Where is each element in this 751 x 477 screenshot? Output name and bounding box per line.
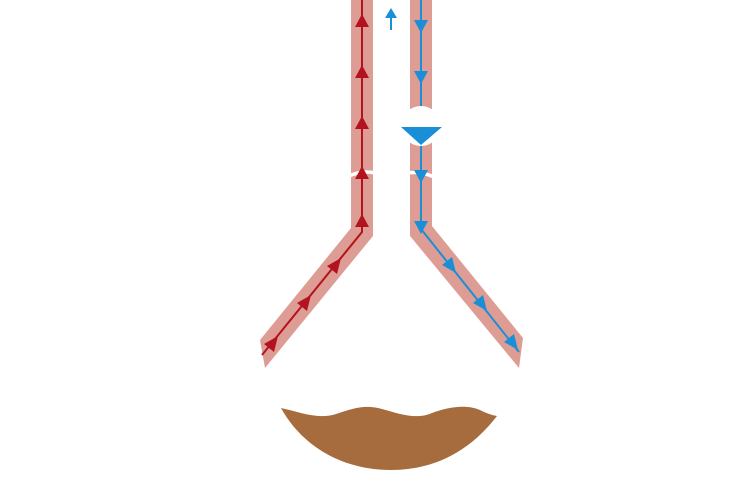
- left-arrow-marker: [327, 258, 341, 274]
- left-arrow-marker: [355, 116, 369, 129]
- left-arrow-markers: [264, 14, 369, 352]
- left-arrow-marker: [355, 65, 369, 78]
- left-arrow-marker: [297, 295, 311, 311]
- left-arrow-marker: [264, 336, 278, 352]
- right-arrow-marker: [414, 221, 428, 234]
- left-arrow-marker: [355, 214, 369, 227]
- right-arrow-marker: [414, 71, 428, 84]
- right-arrow-marker: [504, 334, 518, 350]
- right-arrow-marker: [473, 295, 487, 311]
- right-arrow-marker: [442, 257, 456, 273]
- left-arrow-marker: [355, 14, 369, 27]
- soil-blob: [281, 406, 497, 470]
- valve-triangle-icon: [401, 127, 442, 145]
- right-arrow-markers: [414, 20, 518, 350]
- flow-direction-arrow-icon: [385, 8, 397, 30]
- left-arrow-marker: [355, 166, 369, 179]
- right-arrow-marker: [414, 170, 428, 183]
- valve: [401, 106, 442, 146]
- flow-direction-arrow-head: [385, 8, 397, 18]
- right-arrow-marker: [414, 20, 428, 33]
